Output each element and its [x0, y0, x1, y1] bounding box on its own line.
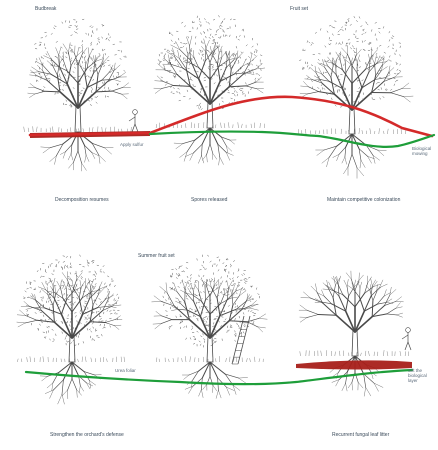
label-fruit-set: Fruit set — [290, 6, 308, 12]
tree-leaf-fall — [299, 271, 409, 396]
label-apply-sulfur: Apply sulfur — [120, 142, 150, 147]
label-urea-foliar: Urea foliar — [115, 368, 145, 373]
label-biological-mowing: Biological mowing — [412, 146, 436, 156]
tree-spore-release — [154, 15, 265, 165]
green-curve-bottom — [26, 370, 412, 384]
red-curve — [30, 97, 432, 136]
label-spores-released: Spores released — [191, 197, 227, 203]
tree-fruit-set — [298, 16, 413, 178]
label-budbreak: Budbreak — [35, 6, 56, 12]
label-summer-fruit-set: Summer fruit set — [138, 253, 175, 259]
green-curve-top — [150, 132, 434, 147]
tree-summer-2 — [152, 255, 268, 399]
label-strengthen-defense: Strengthen the orchard's defense — [50, 432, 124, 438]
ladder-icon — [232, 316, 250, 364]
worker-figure-2 — [402, 328, 411, 350]
worker-figure-1 — [129, 110, 138, 132]
red-ground-band-bottom — [296, 360, 412, 369]
tree-budbreak — [24, 19, 132, 171]
label-maintain-competitive-colonization: Maintain competitive colonization — [327, 197, 400, 203]
tree-summer-1 — [17, 255, 125, 404]
label-recurrent-fungal-leaf-litter: Recurrent fungal leaf litter — [332, 432, 389, 438]
label-decomposition-resumes: Decomposition resumes — [55, 197, 109, 203]
label-sift-biological-layer: Sift the biological layer — [408, 368, 434, 383]
